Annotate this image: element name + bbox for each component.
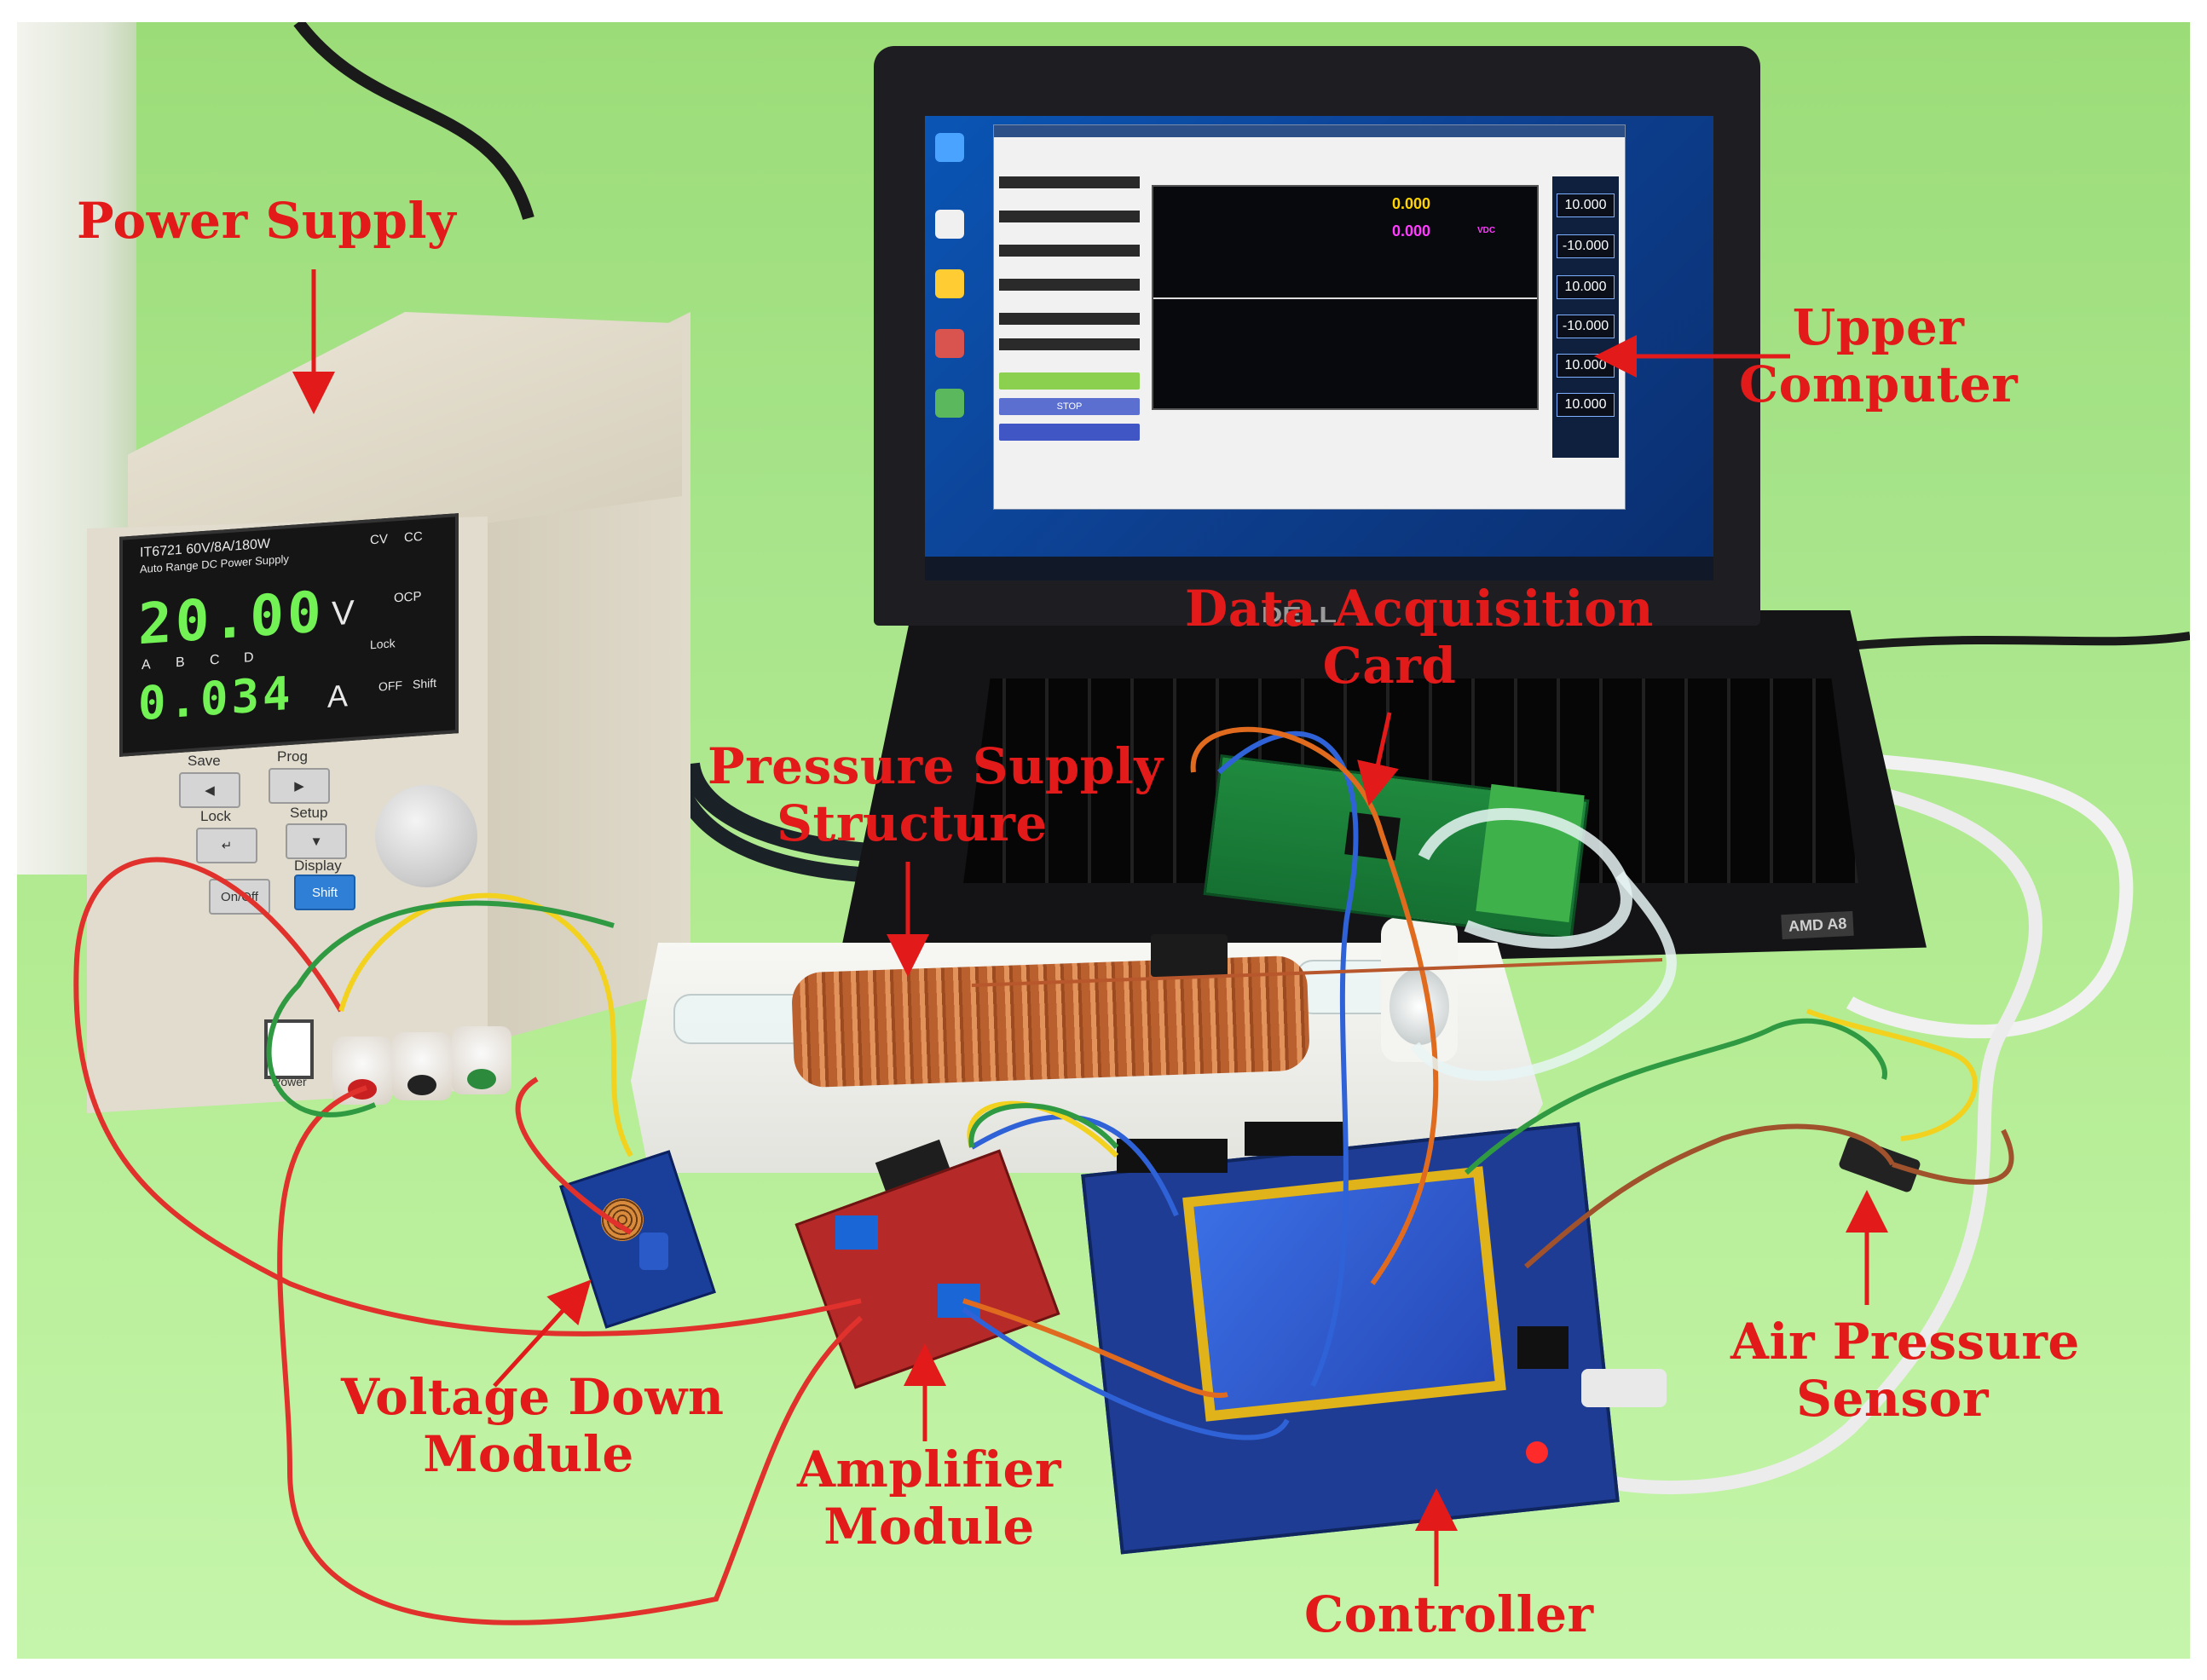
stop-button[interactable]: STOP — [999, 398, 1140, 415]
down-button[interactable]: ▼ — [286, 823, 347, 859]
app-title-bar — [994, 125, 1625, 137]
start-button[interactable] — [999, 372, 1140, 390]
second-readout-screen: 0.000 — [1392, 222, 1431, 240]
annotation-arrows — [292, 269, 1888, 1586]
signal-wires — [73, 726, 2014, 1625]
desktop-icon[interactable] — [935, 133, 964, 162]
daq-app-window: STOP 0.000 0.000 VDC 10.000 -10.000 10.0… — [993, 124, 1626, 510]
save-button[interactable]: ◀ — [179, 772, 240, 808]
label-controller: Controller — [1304, 1585, 1594, 1643]
display-label: Display — [294, 857, 342, 874]
laptop-screen: STOP 0.000 0.000 VDC 10.000 -10.000 10.0… — [925, 116, 1713, 580]
range-value-box[interactable]: 10.000 — [1557, 393, 1615, 417]
range-value-box[interactable]: -10.000 — [1557, 315, 1615, 338]
capacitor — [639, 1233, 668, 1270]
terminal-black[interactable] — [392, 1032, 452, 1100]
setup-label: Setup — [290, 805, 328, 821]
controller-led — [1526, 1441, 1548, 1464]
range-value-box[interactable]: 10.000 — [1557, 193, 1615, 217]
desktop-icon[interactable] — [935, 210, 964, 239]
label-amp-line2: Module — [823, 1497, 1035, 1556]
label-amp-line1: Amplifier — [797, 1440, 1061, 1498]
label-amplifier-module: Amplifier Module — [784, 1441, 1074, 1555]
label-upper-computer: Upper Computer — [1739, 299, 2018, 413]
sample-rate-field[interactable] — [999, 211, 1140, 222]
shift-button[interactable]: Shift — [294, 875, 355, 910]
range-value-box[interactable]: -10.000 — [1557, 234, 1615, 258]
adjust-knob[interactable] — [375, 785, 477, 887]
usb-plug — [1581, 1369, 1667, 1407]
second-unit-screen: VDC — [1477, 226, 1496, 235]
enter-button[interactable]: ↵ — [196, 828, 257, 863]
label-pss-line1: Pressure Supply — [708, 737, 1164, 795]
channel-field[interactable] — [999, 279, 1140, 291]
lab-setup-photo: IT6721 60V/8A/180W Auto Range DC Power S… — [17, 22, 2190, 1659]
label-upper-computer-line2: Computer — [1739, 355, 2019, 413]
device-field[interactable] — [999, 176, 1140, 188]
label-upper-computer-line1: Upper — [1792, 298, 1965, 356]
amp-terminal-blue — [835, 1215, 878, 1250]
range-value-box[interactable]: 10.000 — [1557, 275, 1615, 299]
terminal-red[interactable] — [332, 1036, 392, 1105]
label-power-supply: Power Supply — [77, 192, 457, 250]
save-label: Save — [188, 753, 221, 769]
controller-header — [1245, 1122, 1347, 1156]
label-data-acquisition-card: Data Acquisition Card — [1185, 580, 1654, 695]
waveform-trace — [1153, 297, 1537, 299]
y-min-field[interactable] — [999, 338, 1140, 350]
windows-taskbar — [925, 557, 1713, 580]
arrow-daq — [1357, 712, 1399, 806]
terminal-green[interactable] — [452, 1026, 511, 1094]
voltage-readout-screen: 0.000 — [1392, 195, 1431, 212]
piston-head — [1389, 968, 1449, 1045]
desktop-icon[interactable] — [935, 269, 964, 298]
controller-header — [1117, 1139, 1228, 1173]
amp-terminal-blue — [938, 1284, 980, 1318]
laptop-brand-logo: DELL — [1261, 602, 1337, 627]
label-air-pressure-sensor: Air Pressure Sensor — [1730, 1313, 2080, 1428]
desktop-icon[interactable] — [935, 389, 964, 418]
prog-button[interactable]: ▶ — [269, 768, 330, 804]
label-vdm-line1: Voltage Down — [341, 1368, 725, 1426]
label-pressure-supply-structure: Pressure Supply Structure — [708, 737, 1164, 852]
coil-clamp — [1151, 934, 1228, 977]
label-aps-line1: Air Pressure — [1730, 1313, 2080, 1371]
save-data-button[interactable] — [999, 424, 1140, 441]
waveform-plot: 0.000 0.000 VDC — [1152, 185, 1539, 410]
y-max-field[interactable] — [999, 313, 1140, 325]
label-daq-line2: Card — [1322, 636, 1457, 695]
range-field[interactable] — [999, 245, 1140, 257]
desktop-icon[interactable] — [935, 329, 964, 358]
label-voltage-down-module: Voltage Down Module — [341, 1368, 725, 1483]
label-vdm-line2: Module — [423, 1424, 634, 1483]
arrow-voltage-down — [493, 1279, 592, 1388]
controller-header — [1517, 1326, 1569, 1369]
lock-key-label: Lock — [200, 808, 231, 824]
label-daq-line1: Data Acquisition — [1185, 580, 1654, 638]
prog-label: Prog — [277, 748, 308, 765]
label-pss-line2: Structure — [777, 794, 1048, 852]
label-aps-line2: Sensor — [1796, 1369, 1989, 1428]
